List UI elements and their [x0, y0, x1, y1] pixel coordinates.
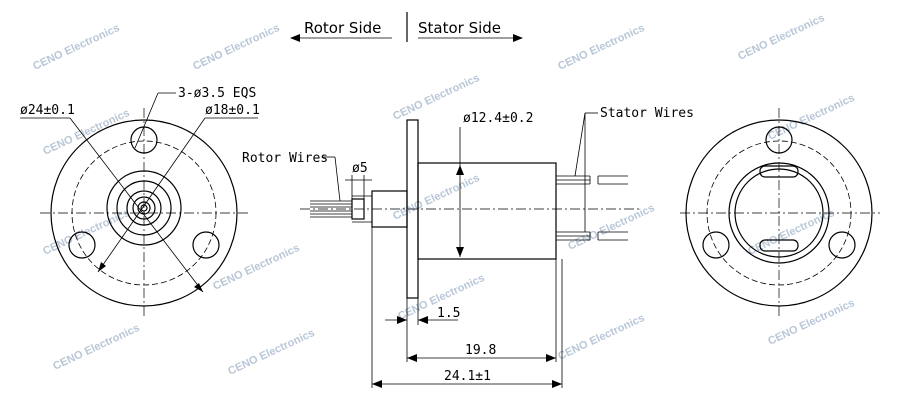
rotor-arrow-icon — [290, 34, 300, 42]
watermark: CENO Electronics — [766, 92, 856, 143]
rotor-end-view: 3-ø3.5 EQS ø24±0.1 ø18±0.1 — [20, 86, 260, 318]
body-length-callout: 19.8 — [465, 343, 496, 358]
watermark: CENO Electronics — [766, 297, 856, 348]
outer-diameter-callout: ø24±0.1 — [20, 103, 75, 118]
watermark: CENO Electronics — [556, 22, 646, 73]
body-diameter-callout: ø12.4±0.2 — [463, 111, 533, 126]
side-view: ø12.4±0.2 ø5 Rotor Wires Stator Wires 1.… — [242, 106, 694, 388]
overall-length-callout: 24.1±1 — [444, 369, 491, 384]
watermark: CENO Electronics — [226, 327, 316, 378]
watermark: CENO Electronics — [736, 12, 826, 63]
watermark: CENO Electronics — [31, 22, 121, 73]
flange-thickness-callout: 1.5 — [437, 306, 460, 321]
watermark: CENO Electronics — [556, 312, 646, 363]
mounting-hole — [702, 231, 730, 259]
holes-callout: 3-ø3.5 EQS — [178, 86, 256, 101]
rotor-wires-callout: Rotor Wires — [242, 151, 328, 166]
body — [417, 162, 557, 260]
stator-wires-callout: Stator Wires — [600, 106, 694, 121]
stator-side-label: Stator Side — [418, 19, 501, 37]
mounting-hole — [192, 231, 220, 259]
wire-slot — [759, 239, 799, 252]
stator-arrow-icon — [513, 34, 523, 42]
watermark: CENO Electronics — [191, 22, 281, 73]
shaft-diameter-callout: ø5 — [352, 161, 368, 176]
watermark: CENO Electronics — [566, 202, 656, 253]
mounting-hole — [68, 231, 96, 259]
mounting-hole — [765, 126, 793, 154]
side-header: Rotor Side Stator Side — [290, 12, 523, 42]
mounting-hole — [828, 231, 856, 259]
wire-slot — [759, 165, 799, 178]
pcd-callout: ø18±0.1 — [205, 103, 260, 118]
watermark: CENO Electronics — [391, 172, 481, 223]
watermark: CENO Electronics — [211, 242, 301, 293]
stator-end-view — [680, 108, 880, 318]
watermark: CENO Electronics — [51, 322, 141, 373]
rotor-side-label: Rotor Side — [304, 19, 381, 37]
